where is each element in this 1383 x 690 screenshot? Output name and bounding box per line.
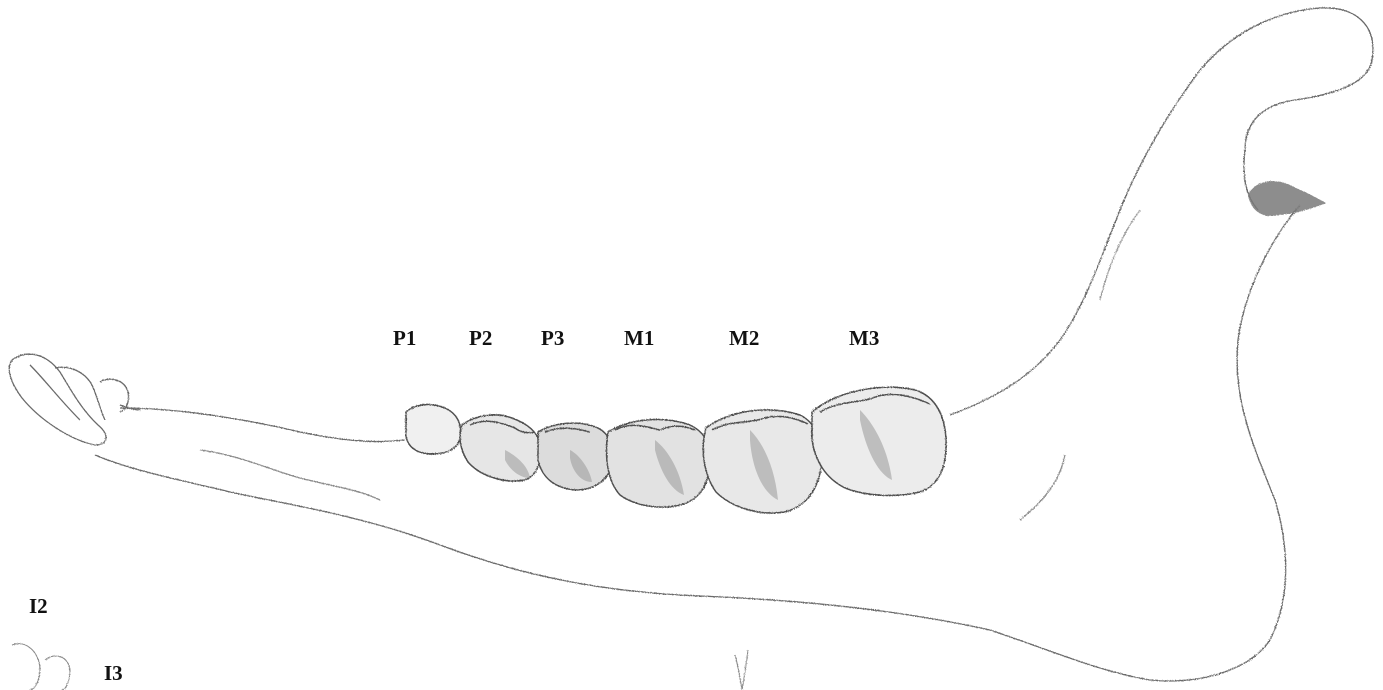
- condyle: [1248, 181, 1326, 216]
- label-i2: I2: [29, 596, 48, 617]
- teeth-row: [406, 387, 946, 513]
- tooth-p1: [406, 405, 460, 454]
- incisor-cluster: [9, 354, 140, 445]
- tooth-m1: [607, 420, 711, 508]
- label-p3: P3: [541, 328, 564, 349]
- label-p1: P1: [393, 328, 416, 349]
- label-i3: I3: [104, 663, 123, 684]
- label-m3: M3: [849, 328, 879, 349]
- label-m1: M1: [624, 328, 654, 349]
- label-m2: M2: [729, 328, 759, 349]
- label-p2: P2: [469, 328, 492, 349]
